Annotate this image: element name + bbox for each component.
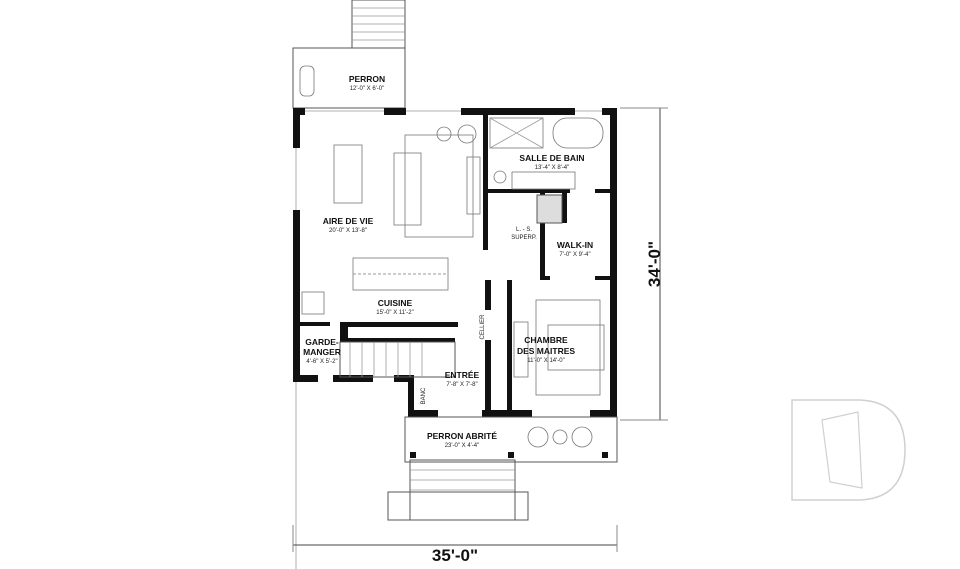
cellier-label: CELLIER: [480, 314, 486, 340]
rear-porch: [292, 0, 406, 109]
exterior-walls: [293, 108, 617, 417]
room-perron-size: 12'-0" X 6'-0": [350, 86, 385, 92]
room-entree-size: 7'-8" X 7'-8": [446, 382, 477, 388]
room-labels: PERRON 12'-0" X 6'-0" AIRE DE VIE 20'-0"…: [303, 74, 593, 449]
front-porch: [295, 382, 618, 569]
dimension-lines: [292, 107, 668, 552]
room-walk-in-size: 7'-0" X 9'-4": [559, 252, 590, 258]
interior-walls: [300, 115, 610, 413]
room-walk-in: WALK-IN: [557, 240, 593, 250]
room-salle-de-bain: SALLE DE BAIN: [519, 153, 584, 163]
width-dimension: 35'-0": [432, 546, 478, 565]
room-aire-de-vie-size: 20'-0" X 13'-8": [329, 228, 367, 234]
room-aire-de-vie: AIRE DE VIE: [323, 216, 374, 226]
room-entree: ENTRÉE: [445, 370, 480, 380]
room-perron: PERRON: [349, 74, 385, 84]
room-chambre-size: 11'-0" X 14'-0": [527, 358, 564, 364]
logo-d: [791, 399, 906, 501]
room-cuisine: CUISINE: [378, 298, 413, 308]
laundry-label-2: SUPERP.: [511, 235, 537, 241]
room-perron-abrite-size: 23'-0" X 4'-4": [445, 443, 480, 449]
room-cuisine-size: 15'-0" X 11'-2": [376, 310, 413, 316]
room-perron-abrite: PERRON ABRITÉ: [427, 431, 497, 441]
depth-dimension: 34'-0": [645, 241, 664, 287]
laundry-label: L. - S.: [516, 227, 532, 233]
room-garde-manger-line2: MANGER: [303, 347, 341, 357]
room-garde-manger: GARDE-: [305, 337, 339, 347]
banc-label: BANC: [421, 387, 427, 404]
room-chambre: CHAMBRE: [524, 335, 568, 345]
furniture: [301, 117, 605, 396]
room-garde-manger-size: 4'-6" X 5'-2": [306, 359, 337, 365]
room-chambre-line2: DES MAITRES: [517, 346, 575, 356]
room-salle-de-bain-size: 13'-4" X 8'-4": [535, 165, 570, 171]
